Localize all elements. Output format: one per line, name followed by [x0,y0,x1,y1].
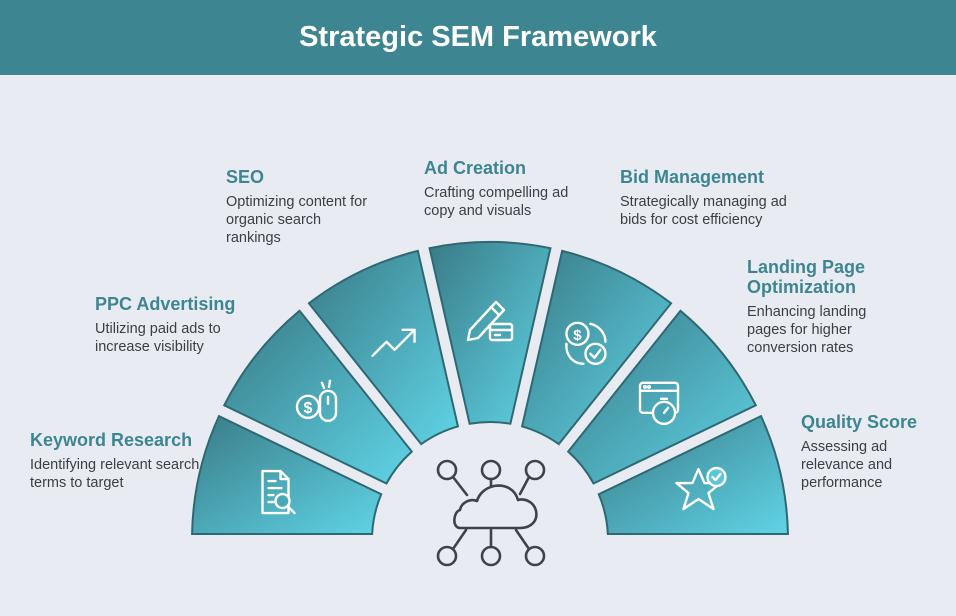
star-check-icon [675,466,727,511]
segment-description: Crafting compelling ad copy and visuals [424,185,569,219]
segment-title: Ad Creation [424,158,527,178]
segment-description: Identifying relevant search terms to tar… [30,457,200,491]
segment-quality-score [597,414,789,536]
label-bid-management: Bid Management Strategically managing ad… [620,167,795,229]
segment-landing-page-optimization [566,309,758,485]
label-seo: SEO Optimizing content for organic searc… [226,167,376,247]
segment-title: PPC Advertising [95,294,236,314]
segment-title: Landing Page Optimization [747,257,866,297]
svg-text:$: $ [304,400,313,417]
segment-title: Keyword Research [30,430,193,450]
label-quality-score: Quality Score Assessing ad relevance and… [801,412,941,492]
label-keyword-research: Keyword Research Identifying relevant se… [30,430,220,492]
cloud-network-icon [436,459,546,567]
segment-ppc-advertising [222,309,414,485]
svg-text:$: $ [573,327,582,344]
pencil-card-icon [466,300,514,342]
browser-timer-icon [638,381,680,426]
label-landing-page-optimization: Landing Page Optimization Enhancing land… [747,257,907,357]
segment-title: Quality Score [801,412,918,432]
mouse-dollar-icon: $ [295,379,338,423]
label-ad-creation: Ad Creation Crafting compelling ad copy … [424,158,584,220]
segment-description: Optimizing content for organic search ra… [226,194,368,246]
segment-description: Assessing ad relevance and performance [801,439,893,491]
label-ppc-advertising: PPC Advertising Utilizing paid ads to in… [95,294,260,356]
document-search-icon [261,469,296,515]
segment-keyword-research [191,414,383,536]
header-banner: Strategic SEM Framework [0,0,956,75]
dollar-check-icon: $ [565,321,607,365]
trend-up-icon [371,328,416,357]
segment-seo [307,249,460,446]
segment-bid-management [520,249,673,446]
segment-title: SEO [226,167,265,187]
page-title: Strategic SEM Framework [299,21,657,53]
segment-title: Bid Management [620,167,765,187]
segment-description: Strategically managing ad bids for cost … [620,194,787,228]
segment-description: Utilizing paid ads to increase visibilit… [95,321,221,355]
segment-description: Enhancing landing pages for higher conve… [747,304,867,356]
